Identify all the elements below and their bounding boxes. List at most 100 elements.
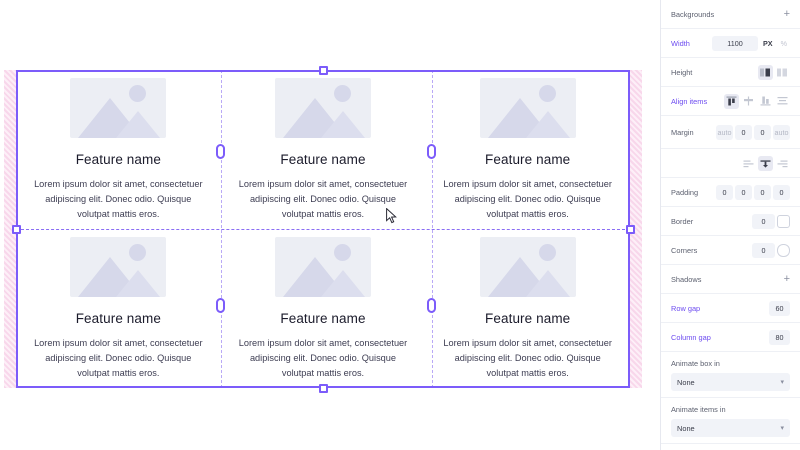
card-title: Feature name [75, 152, 161, 167]
corners-style-icon[interactable] [777, 243, 790, 257]
image-mountain-icon [70, 237, 167, 297]
padding-left-input[interactable]: 0 [773, 184, 790, 200]
card-body: Lorem ipsum dolor sit amet, consectetuer… [238, 338, 408, 378]
border-row[interactable]: Border 0 [661, 207, 800, 236]
column-gap-handle[interactable] [216, 298, 225, 313]
corners-row[interactable]: Corners 0 [661, 236, 800, 265]
height-auto-icon[interactable] [758, 64, 773, 80]
animate-items-in-select[interactable]: None ▾ [671, 419, 790, 437]
margin-right-input[interactable]: 0 [735, 124, 752, 140]
feature-grid[interactable]: Feature name Lorem ipsum dolor sit amet,… [16, 70, 630, 388]
feature-card[interactable]: Feature name Lorem ipsum dolor sit amet,… [16, 229, 221, 388]
margin-indicator-right [630, 70, 642, 388]
height-row[interactable]: Height [661, 58, 800, 87]
align-top-icon[interactable] [724, 93, 739, 109]
resize-handle-top[interactable] [319, 66, 328, 75]
align-items-label: Align items [671, 96, 708, 106]
height-fixed-icon[interactable] [775, 65, 790, 80]
padding-row[interactable]: Padding 0 0 0 0 [661, 178, 800, 207]
image-mountain-icon [274, 78, 371, 138]
corners-input[interactable]: 0 [752, 242, 775, 258]
margin-align-row[interactable] [661, 149, 800, 178]
feature-card[interactable]: Feature name Lorem ipsum dolor sit amet,… [221, 229, 426, 388]
column-gap-label: Column gap [671, 332, 711, 342]
margin-align-center-icon[interactable] [758, 155, 773, 171]
image-mountain-icon [479, 237, 576, 297]
margin-align-left-icon[interactable] [741, 156, 756, 171]
backgrounds-label: Backgrounds [671, 9, 715, 19]
card-title: Feature name [280, 311, 366, 326]
border-label: Border [671, 216, 694, 226]
shadows-label: Shadows [671, 274, 702, 284]
row-gap-label: Row gap [671, 303, 701, 313]
column-gap-handle[interactable] [427, 144, 436, 159]
resize-handle-left[interactable] [12, 225, 21, 234]
width-row[interactable]: Width 1100 PX % [661, 29, 800, 58]
margin-row[interactable]: Margin auto 0 0 auto [661, 116, 800, 149]
animate-box-in-value: None [677, 377, 695, 387]
padding-bottom-input[interactable]: 0 [754, 184, 771, 200]
feature-card[interactable]: Feature name Lorem ipsum dolor sit amet,… [425, 70, 630, 229]
card-title: Feature name [280, 152, 366, 167]
backgrounds-row[interactable]: Backgrounds + [661, 0, 800, 29]
shadows-row[interactable]: Shadows + [661, 265, 800, 294]
resize-handle-bottom[interactable] [319, 384, 328, 393]
row-gap-input[interactable]: 60 [769, 300, 790, 316]
card-body: Lorem ipsum dolor sit amet, consectetuer… [34, 338, 203, 378]
padding-label: Padding [671, 187, 699, 197]
column-gap-row[interactable]: Column gap 80 [661, 323, 800, 352]
animate-items-in-value: None [677, 423, 695, 433]
image-mountain-icon [479, 78, 576, 138]
column-gap-input[interactable]: 80 [769, 329, 790, 345]
height-label: Height [671, 67, 693, 77]
corners-label: Corners [671, 245, 698, 255]
chevron-down-icon: ▾ [780, 379, 784, 386]
column-gap-handle[interactable] [427, 298, 436, 313]
align-center-horizontal-icon[interactable] [741, 94, 756, 109]
animate-box-in-label: Animate box in [671, 359, 720, 368]
card-body: Lorem ipsum dolor sit amet, consectetuer… [34, 179, 203, 219]
padding-right-input[interactable]: 0 [735, 184, 752, 200]
card-title: Feature name [485, 152, 571, 167]
image-mountain-icon [274, 237, 371, 297]
border-input[interactable]: 0 [752, 213, 775, 229]
card-title: Feature name [485, 311, 571, 326]
align-items-row[interactable]: Align items [661, 87, 800, 116]
properties-panel[interactable]: Backgrounds + Width 1100 PX % Height [660, 0, 800, 450]
width-input[interactable]: 1100 [712, 35, 758, 51]
unit-percent-toggle[interactable]: % [780, 38, 787, 48]
card-body: Lorem ipsum dolor sit amet, consectetuer… [443, 179, 612, 219]
margin-left-input[interactable]: auto [773, 124, 790, 140]
feature-card[interactable]: Feature name Lorem ipsum dolor sit amet,… [221, 70, 426, 229]
card-body: Lorem ipsum dolor sit amet, consectetuer… [238, 179, 408, 219]
margin-indicator-left [4, 70, 16, 388]
margin-top-input[interactable]: auto [716, 124, 733, 140]
resize-handle-right[interactable] [626, 225, 635, 234]
animate-items-in-label: Animate items in [671, 405, 726, 414]
feature-card[interactable]: Feature name Lorem ipsum dolor sit amet,… [425, 229, 630, 388]
border-style-icon[interactable] [777, 214, 790, 228]
visibility-label: Visibility [661, 444, 800, 450]
add-background-button[interactable]: + [783, 7, 790, 20]
margin-label: Margin [671, 127, 694, 137]
column-gap-handle[interactable] [216, 144, 225, 159]
row-gap-guide [16, 229, 630, 230]
card-title: Feature name [75, 311, 161, 326]
animate-box-in-select[interactable]: None ▾ [671, 373, 790, 391]
design-canvas[interactable]: Feature name Lorem ipsum dolor sit amet,… [0, 0, 660, 450]
chevron-down-icon: ▾ [780, 425, 784, 432]
row-gap-row[interactable]: Row gap 60 [661, 294, 800, 323]
add-shadow-button[interactable]: + [783, 272, 790, 285]
card-body: Lorem ipsum dolor sit amet, consectetuer… [443, 338, 612, 378]
selection-frame[interactable] [16, 70, 630, 388]
mouse-cursor [386, 208, 397, 224]
feature-card[interactable]: Feature name Lorem ipsum dolor sit amet,… [16, 70, 221, 229]
margin-bottom-input[interactable]: 0 [754, 124, 771, 140]
width-label: Width [671, 38, 690, 48]
padding-top-input[interactable]: 0 [716, 184, 733, 200]
align-bottom-icon[interactable] [758, 94, 773, 109]
align-stretch-icon[interactable] [775, 94, 790, 109]
margin-align-right-icon[interactable] [775, 156, 790, 171]
unit-px-toggle[interactable]: PX [763, 38, 773, 48]
